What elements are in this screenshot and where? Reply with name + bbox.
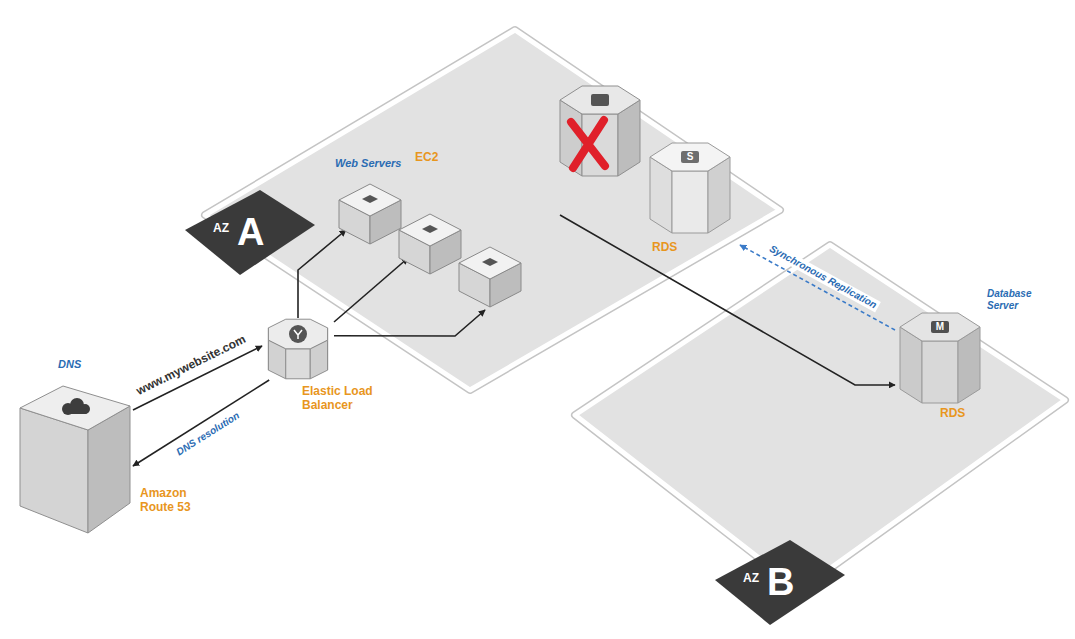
- web-server-group: Web Servers EC2: [315, 145, 560, 310]
- db-icon: [681, 151, 699, 163]
- shape-face: [422, 225, 438, 233]
- elb-icon: [289, 325, 307, 343]
- shape-face: [20, 386, 130, 430]
- node-label: AZ: [743, 571, 759, 585]
- shape-face: [459, 247, 521, 279]
- failure-cross: [571, 120, 605, 168]
- shape-face: [185, 190, 315, 275]
- node-label: RDS: [652, 240, 677, 254]
- node-label: Web Servers: [335, 157, 401, 170]
- node-label: Amazon Route 53: [140, 486, 202, 515]
- elb-icon-mark: [294, 330, 302, 339]
- node-label: RDS: [940, 406, 965, 420]
- shape-face: [575, 245, 1065, 590]
- node-label: EC2: [415, 150, 438, 164]
- node-label: Elastic Load Balancer: [302, 384, 402, 413]
- shape-face: [922, 341, 958, 403]
- db-icon: [931, 321, 949, 333]
- shape-face: [399, 214, 461, 246]
- shape-face: [575, 245, 1065, 590]
- node-label: B: [767, 563, 794, 601]
- dns-service: DNSAmazon Route 53: [18, 378, 133, 538]
- node-label: A: [237, 213, 264, 251]
- shape-face: [650, 143, 730, 171]
- node-shape: [895, 300, 985, 420]
- url-label: www.mywebsite.com: [132, 331, 250, 399]
- node-label: Database Server: [987, 288, 1042, 312]
- availability-zone: AZ B Database ServerM RDS: [570, 240, 1070, 630]
- cloud-icon-part: [64, 408, 88, 414]
- shape-face: [715, 540, 845, 625]
- cloud-icon: [62, 398, 90, 415]
- shape-face: [286, 349, 310, 379]
- connector: [133, 380, 269, 466]
- shape-face: [362, 195, 378, 203]
- shape-face: [268, 319, 327, 349]
- shape-face: [339, 184, 401, 216]
- rds-master: Database ServerMRDS: [895, 300, 985, 420]
- load-balancer: Elastic Load Balancer: [262, 312, 334, 380]
- node-label: S: [681, 151, 699, 163]
- shape-face: [672, 171, 708, 233]
- database-shape: [650, 143, 730, 233]
- database-shape: [900, 313, 980, 403]
- failed-database: [560, 86, 640, 176]
- shape-face: [482, 258, 498, 266]
- rds-standby: S RDS: [640, 135, 740, 260]
- node-shape: [18, 378, 133, 538]
- node-label: DNS: [58, 358, 81, 371]
- node-label: AZ: [213, 221, 229, 235]
- shape-face: [900, 313, 980, 341]
- node-label: M: [931, 321, 949, 333]
- db-icon: [591, 94, 609, 106]
- node-shape: [315, 145, 560, 310]
- node-shape: [262, 312, 334, 380]
